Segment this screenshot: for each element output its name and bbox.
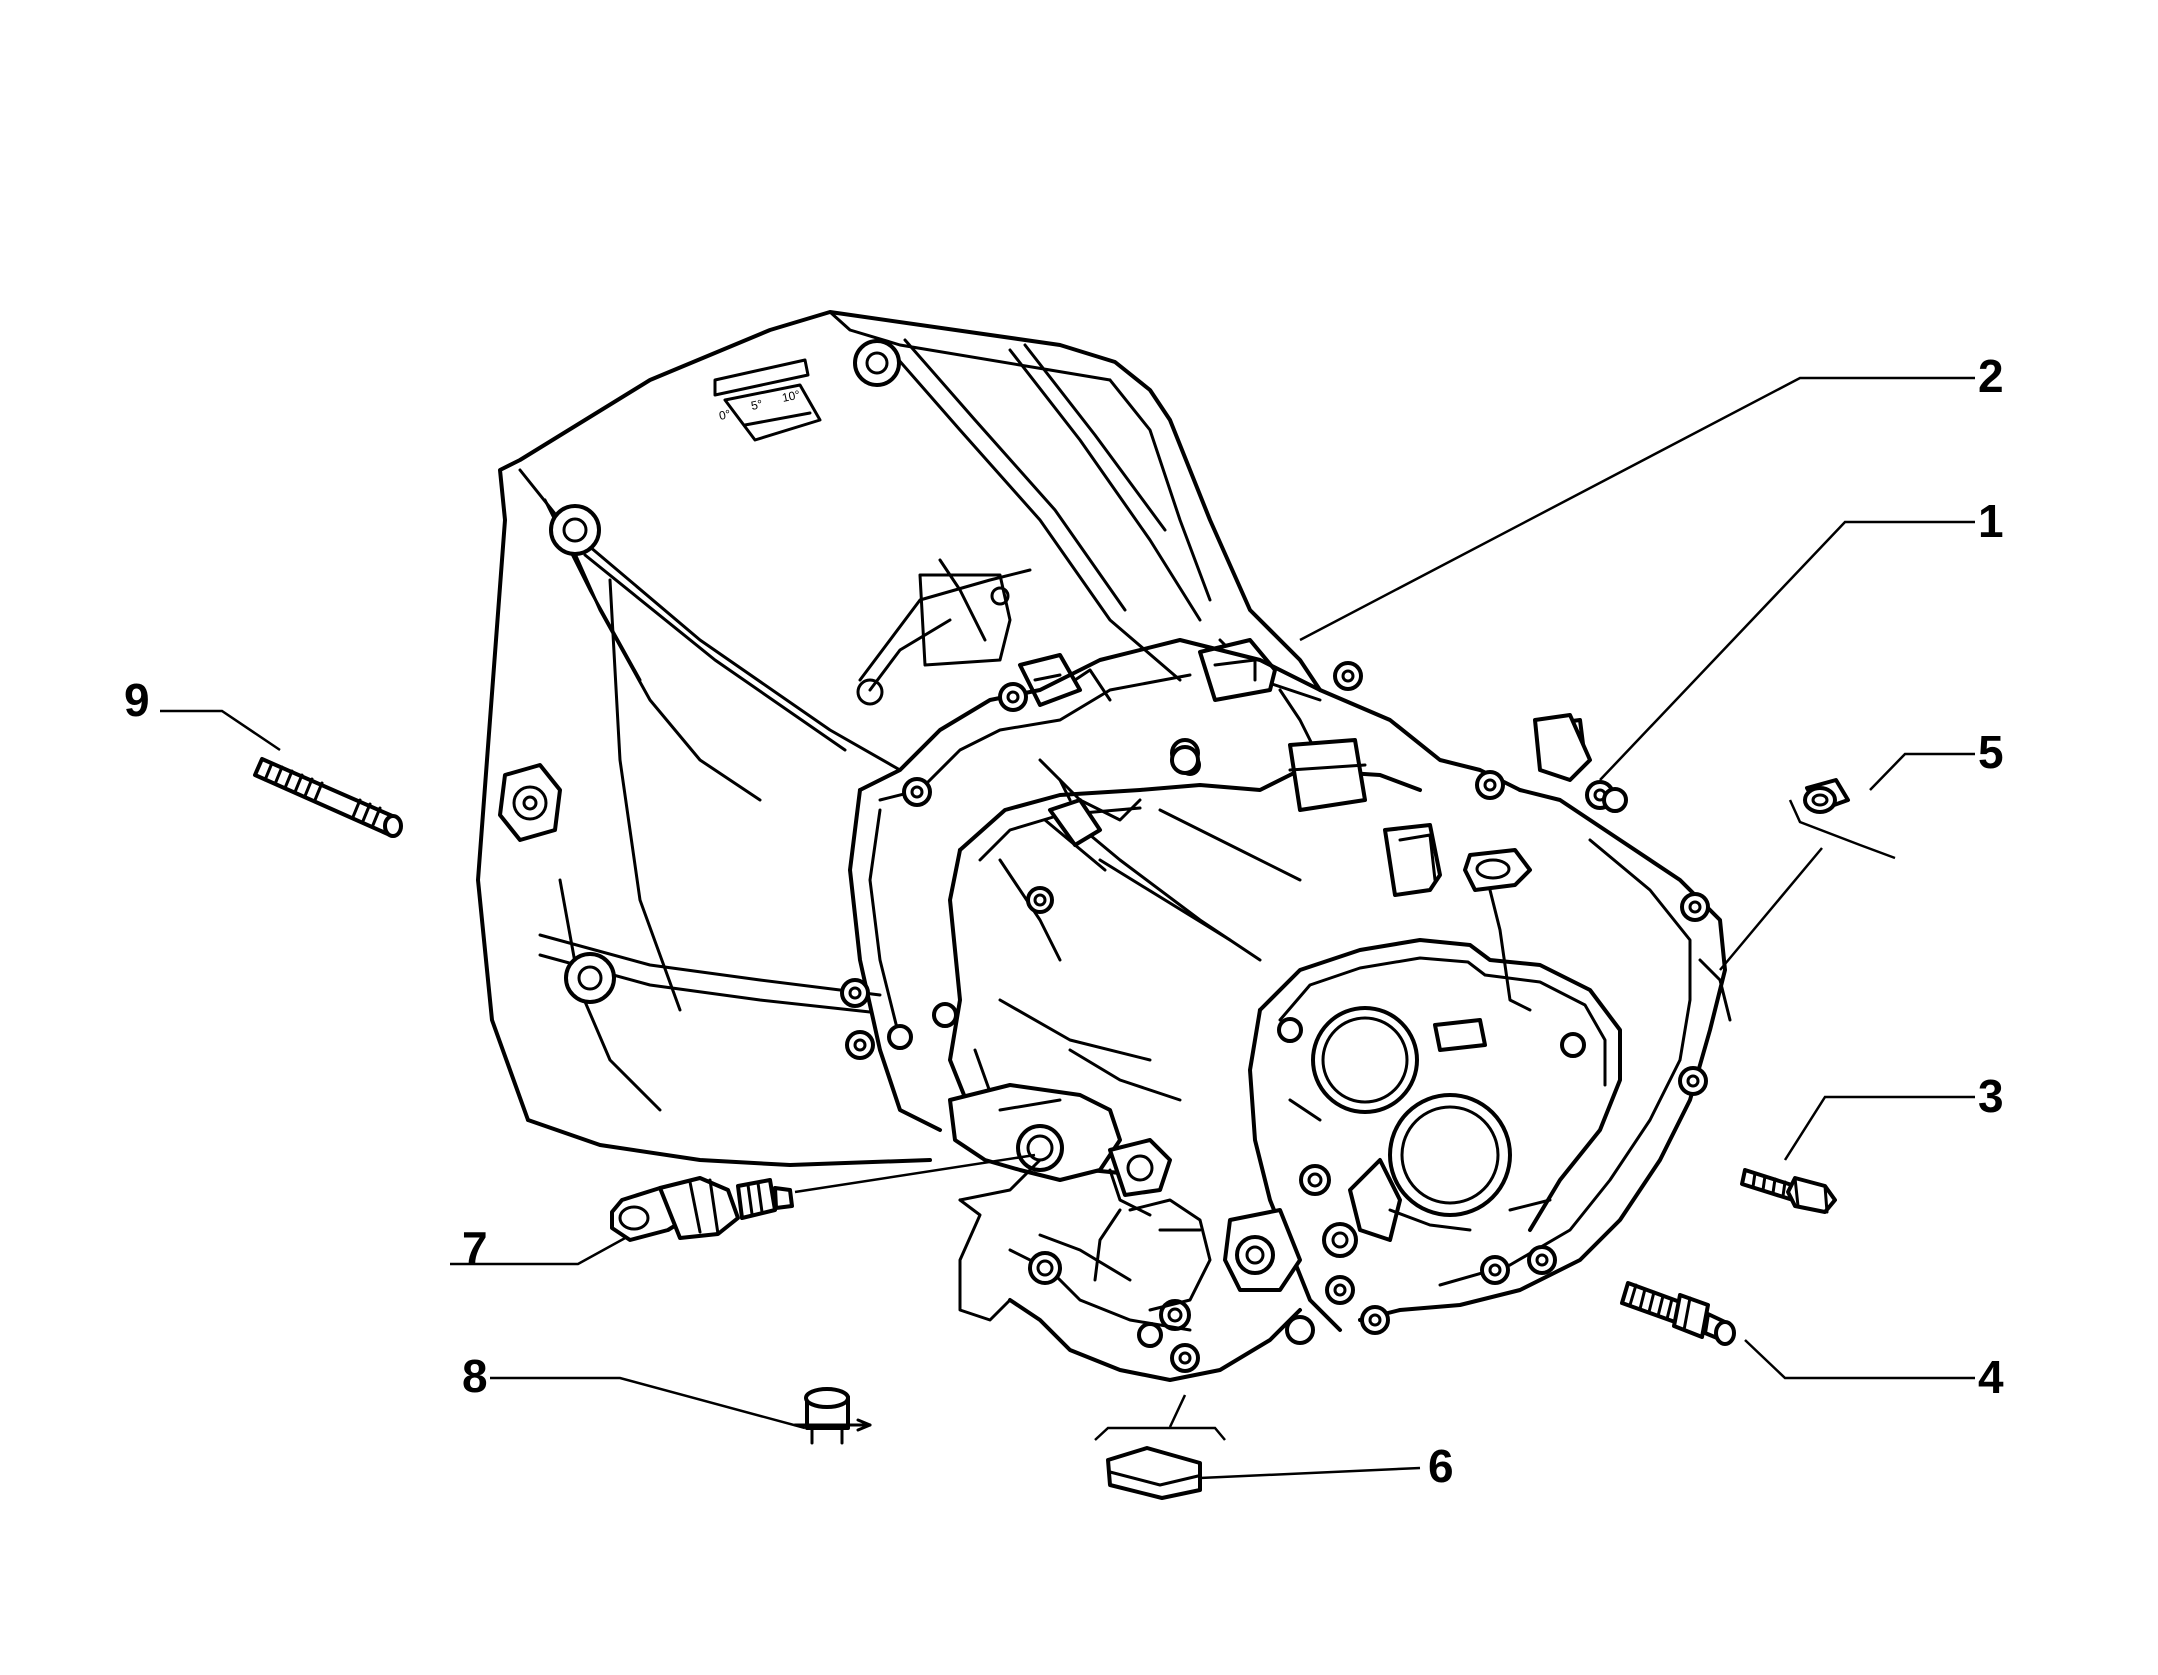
part-8-plug [793,1387,872,1445]
callout-6: 6 [1428,1440,1454,1492]
timing-scale: 0° 5° 10° [718,387,802,423]
scale-tick-0: 0° [718,407,732,423]
part-6-rectangular-plate [1106,1446,1202,1500]
callout-8: 8 [462,1350,488,1402]
part-5-dowel-sleeve [1803,778,1850,814]
callout-3: 3 [1978,1070,2004,1122]
callout-9: 9 [124,674,150,726]
part-5-locator-bracket [1788,799,1896,860]
part-3-hex-bolt [1740,1168,1837,1214]
scale-tick-5: 5° [750,397,764,413]
part-9-stud [253,757,403,838]
callout-1: 1 [1978,495,2004,547]
part-6-locator-bracket [1094,1426,1226,1441]
callout-2: 2 [1978,350,2004,402]
callout-4: 4 [1978,1351,2004,1403]
callout-7: 7 [462,1222,488,1274]
callout-5: 5 [1978,726,2004,778]
scale-tick-10: 10° [781,387,802,405]
callout-labels: 2 1 5 3 4 6 7 8 9 [124,350,2004,1492]
part-4-threaded-stud [1620,1281,1736,1346]
gearbox-main-case [948,713,1622,1382]
part-7-sensor-switch [610,1176,794,1242]
leader-lines [160,376,1975,1480]
